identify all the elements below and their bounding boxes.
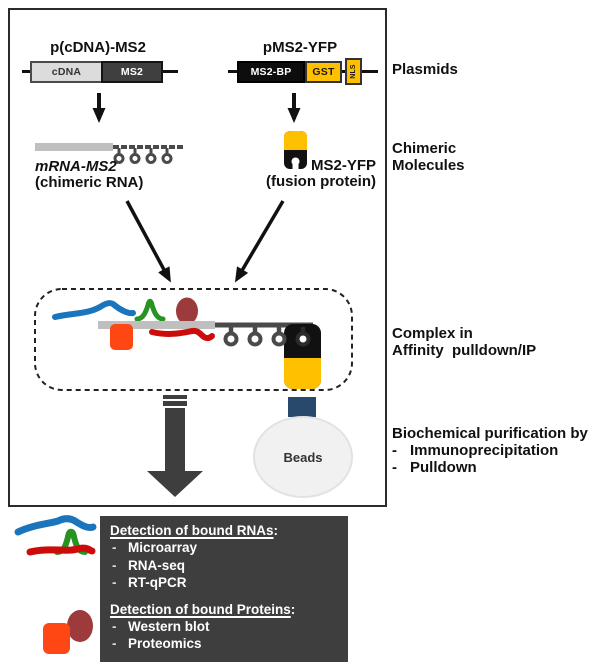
- purification-title: Biochemical purification by: [392, 425, 588, 442]
- bottom-orange-protein-icon: [43, 623, 70, 654]
- purification-item: - Immunoprecipitation: [392, 442, 559, 459]
- protein-detection-heading: Detection of bound Proteins:: [110, 601, 296, 617]
- bottom-green-rna-icon: [54, 528, 88, 555]
- bottom-maroon-protein-icon: [67, 610, 93, 642]
- mrna-desc-label: (chimeric RNA): [35, 174, 144, 191]
- stage-label-plasmids: Plasmids: [392, 61, 458, 78]
- mrna-name-label: mRNA-MS2: [35, 158, 117, 175]
- plasmid-segment-gst: GST: [305, 61, 342, 83]
- rna-detection-heading: Detection of bound RNAs:: [110, 523, 278, 538]
- bottom-blue-rna-icon: [14, 515, 97, 536]
- beads-label: Beads: [283, 450, 323, 465]
- stage-label-purification: Biochemical purification by - Immunoprec…: [392, 425, 588, 476]
- dash-bullet: -: [112, 557, 117, 573]
- dash-bullet: -: [112, 540, 117, 556]
- stage-label-chimeric: Chimeric Molecules: [392, 140, 465, 174]
- detection-panel: Detection of bound RNAs: -Microarray -RN…: [100, 516, 348, 662]
- fusion-name-label: MS2-YFP: [311, 157, 377, 174]
- dash-bullet: -: [112, 575, 117, 591]
- rna-detection-item: -RNA-seq: [112, 557, 186, 573]
- plasmid-right-title: pMS2-YFP: [262, 39, 338, 56]
- protein-detection-item: -Proteomics: [112, 636, 202, 652]
- dash-bullet: -: [112, 636, 117, 652]
- dash-bullet: -: [392, 459, 397, 476]
- plasmid-left-title: p(cDNA)-MS2: [50, 39, 146, 56]
- panel-spacer: [110, 592, 348, 601]
- plasmid-segment-ms2: MS2: [101, 61, 163, 83]
- plasmid-segment-ms2bp: MS2-BP: [237, 61, 305, 83]
- fusion-desc-label: (fusion protein): [266, 173, 376, 190]
- stage-label-complex: Complex in Affinity pulldown/IP: [392, 325, 537, 359]
- plasmid-segment-cdna: cDNA: [30, 61, 103, 83]
- protein-detection-item: -Western blot: [112, 619, 210, 635]
- dash-bullet: -: [392, 442, 397, 459]
- dash-bullet: -: [112, 619, 117, 635]
- bottom-red-rna-icon: [26, 544, 96, 556]
- rna-detection-item: -RT-qPCR: [112, 575, 187, 591]
- purification-item: - Pulldown: [392, 459, 477, 476]
- plasmid-segment-nls: NLS: [345, 58, 362, 85]
- rna-detection-item: -Microarray: [112, 540, 198, 556]
